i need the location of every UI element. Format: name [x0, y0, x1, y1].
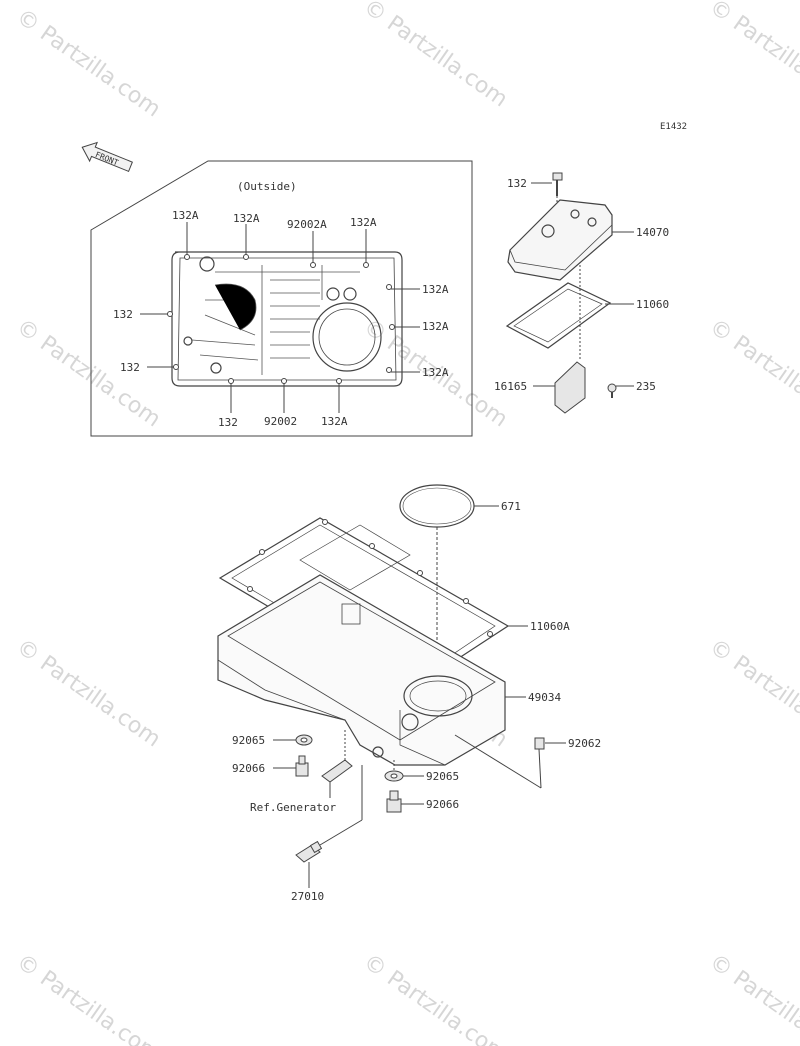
callout-27010: 27010 — [291, 890, 324, 903]
callout-132a-4: 132A — [422, 283, 449, 296]
callout-671: 671 — [501, 500, 521, 513]
callout-132a-6: 132A — [422, 366, 449, 379]
drain-left: 92065 92066 Ref.Generator — [232, 728, 353, 814]
callout-92065-left: 92065 — [232, 734, 265, 747]
switch-27010: 27010 — [291, 765, 363, 903]
watermark-6: © Partzilla.com — [705, 314, 800, 432]
watermark-7: © Partzilla.com — [12, 634, 165, 752]
watermark-3: © Partzilla.com — [705, 0, 800, 112]
watermarks: © Partzilla.com © Partzilla.com © Partzi… — [12, 0, 800, 1046]
callout-16165: 16165 — [494, 380, 527, 393]
callout-132a-3: 132A — [350, 216, 377, 229]
callout-92066-right: 92066 — [426, 798, 459, 811]
ref-generator-label: Ref.Generator — [250, 801, 336, 814]
watermark-10: © Partzilla.com — [12, 949, 165, 1046]
callout-132a-bottom: 132A — [321, 415, 348, 428]
outside-label: (Outside) — [237, 180, 297, 193]
baffle-16165 — [554, 361, 586, 414]
callout-14070: 14070 — [636, 226, 669, 239]
cover-14070 — [507, 199, 613, 281]
callout-92062: 92062 — [568, 737, 601, 750]
callout-132a-1: 132A — [172, 209, 199, 222]
watermark-1: © Partzilla.com — [12, 4, 165, 122]
callout-11060: 11060 — [636, 298, 669, 311]
cover-assembly: 132 14070 11060 16165 235 — [494, 172, 669, 414]
callout-92002: 92002 — [264, 415, 297, 428]
watermark-9: © Partzilla.com — [705, 634, 800, 752]
callout-132-left-1: 132 — [113, 308, 133, 321]
front-arrow-icon: FRONT — [81, 141, 133, 173]
diagram-code: E1432 — [660, 122, 687, 132]
callout-132a-2: 132A — [233, 212, 260, 225]
callout-132-left-2: 132 — [120, 361, 140, 374]
callout-132a-5: 132A — [422, 320, 449, 333]
drain-right: 92062 92065 92066 — [384, 734, 601, 813]
watermark-11: © Partzilla.com — [359, 949, 512, 1046]
outside-inset: (Outside) — [90, 160, 473, 437]
callout-11060a: 11060A — [530, 620, 570, 633]
oil-pan-outside-view — [171, 251, 403, 387]
watermark-12: © Partzilla.com — [705, 949, 800, 1046]
callout-92065-right: 92065 — [426, 770, 459, 783]
callout-132-bottom: 132 — [218, 416, 238, 429]
callout-92066-left: 92066 — [232, 762, 265, 775]
watermark-4: © Partzilla.com — [12, 314, 165, 432]
callout-235: 235 — [636, 380, 656, 393]
callout-49034: 49034 — [528, 691, 561, 704]
gasket-11060 — [505, 282, 612, 349]
oil-pan-49034: 49034 — [217, 574, 561, 766]
callout-92002a: 92002A — [287, 218, 327, 231]
o-ring-671 — [399, 484, 475, 528]
callout-132-bolt: 132 — [507, 177, 527, 190]
watermark-2: © Partzilla.com — [359, 0, 512, 112]
